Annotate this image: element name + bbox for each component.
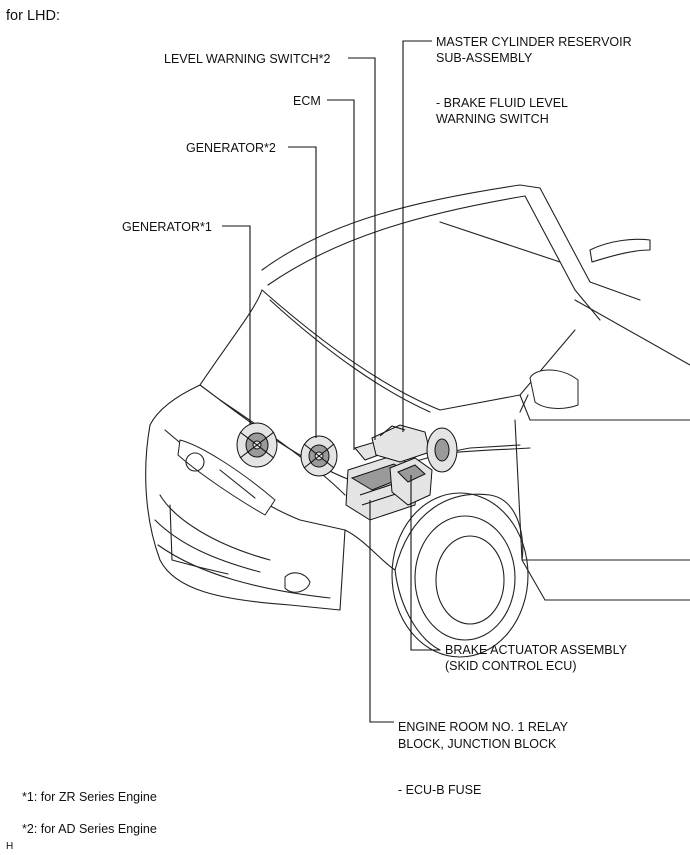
generator1-leader <box>222 225 251 424</box>
generator2-component <box>300 435 338 477</box>
corner-mark: H <box>6 841 14 852</box>
generator1-component <box>236 422 278 468</box>
engine-room-label: ENGINE ROOM NO. 1 RELAY <box>398 720 568 734</box>
level-warning-switch-label: LEVEL WARNING SWITCH*2 <box>164 52 331 66</box>
brake-actuator-leader <box>410 475 440 651</box>
footnote-ad: *2: for AD Series Engine <box>22 822 157 836</box>
generator2-leader <box>288 146 317 438</box>
page-title: for LHD: <box>6 8 60 24</box>
leader-lines <box>222 40 440 723</box>
master-cylinder-label: MASTER CYLINDER RESERVOIR <box>436 35 632 49</box>
master-cylinder-leader <box>402 40 432 432</box>
brake-fluid-label-line2: WARNING SWITCH <box>436 112 549 126</box>
ecu-b-fuse-label: - ECU-B FUSE <box>398 783 482 797</box>
ecm-label: ECM <box>293 94 321 108</box>
master-cylinder-component <box>371 424 458 473</box>
ecm-leader <box>327 99 355 450</box>
generator2-label: GENERATOR*2 <box>186 141 276 155</box>
generator1-label: GENERATOR*1 <box>122 220 212 234</box>
car-illustration <box>145 184 690 658</box>
engine-room-label-line2: BLOCK, JUNCTION BLOCK <box>398 737 557 751</box>
brake-actuator-label: BRAKE ACTUATOR ASSEMBLY <box>445 643 628 657</box>
brake-fluid-label: - BRAKE FLUID LEVEL <box>436 96 568 110</box>
level-warning-switch-leader <box>348 57 376 440</box>
footnote-zr: *1: for ZR Series Engine <box>22 790 157 804</box>
master-cylinder-label-line2: SUB-ASSEMBLY <box>436 51 533 65</box>
brake-actuator-label-line2: (SKID CONTROL ECU) <box>445 659 577 673</box>
engine-room-leader <box>369 500 394 723</box>
